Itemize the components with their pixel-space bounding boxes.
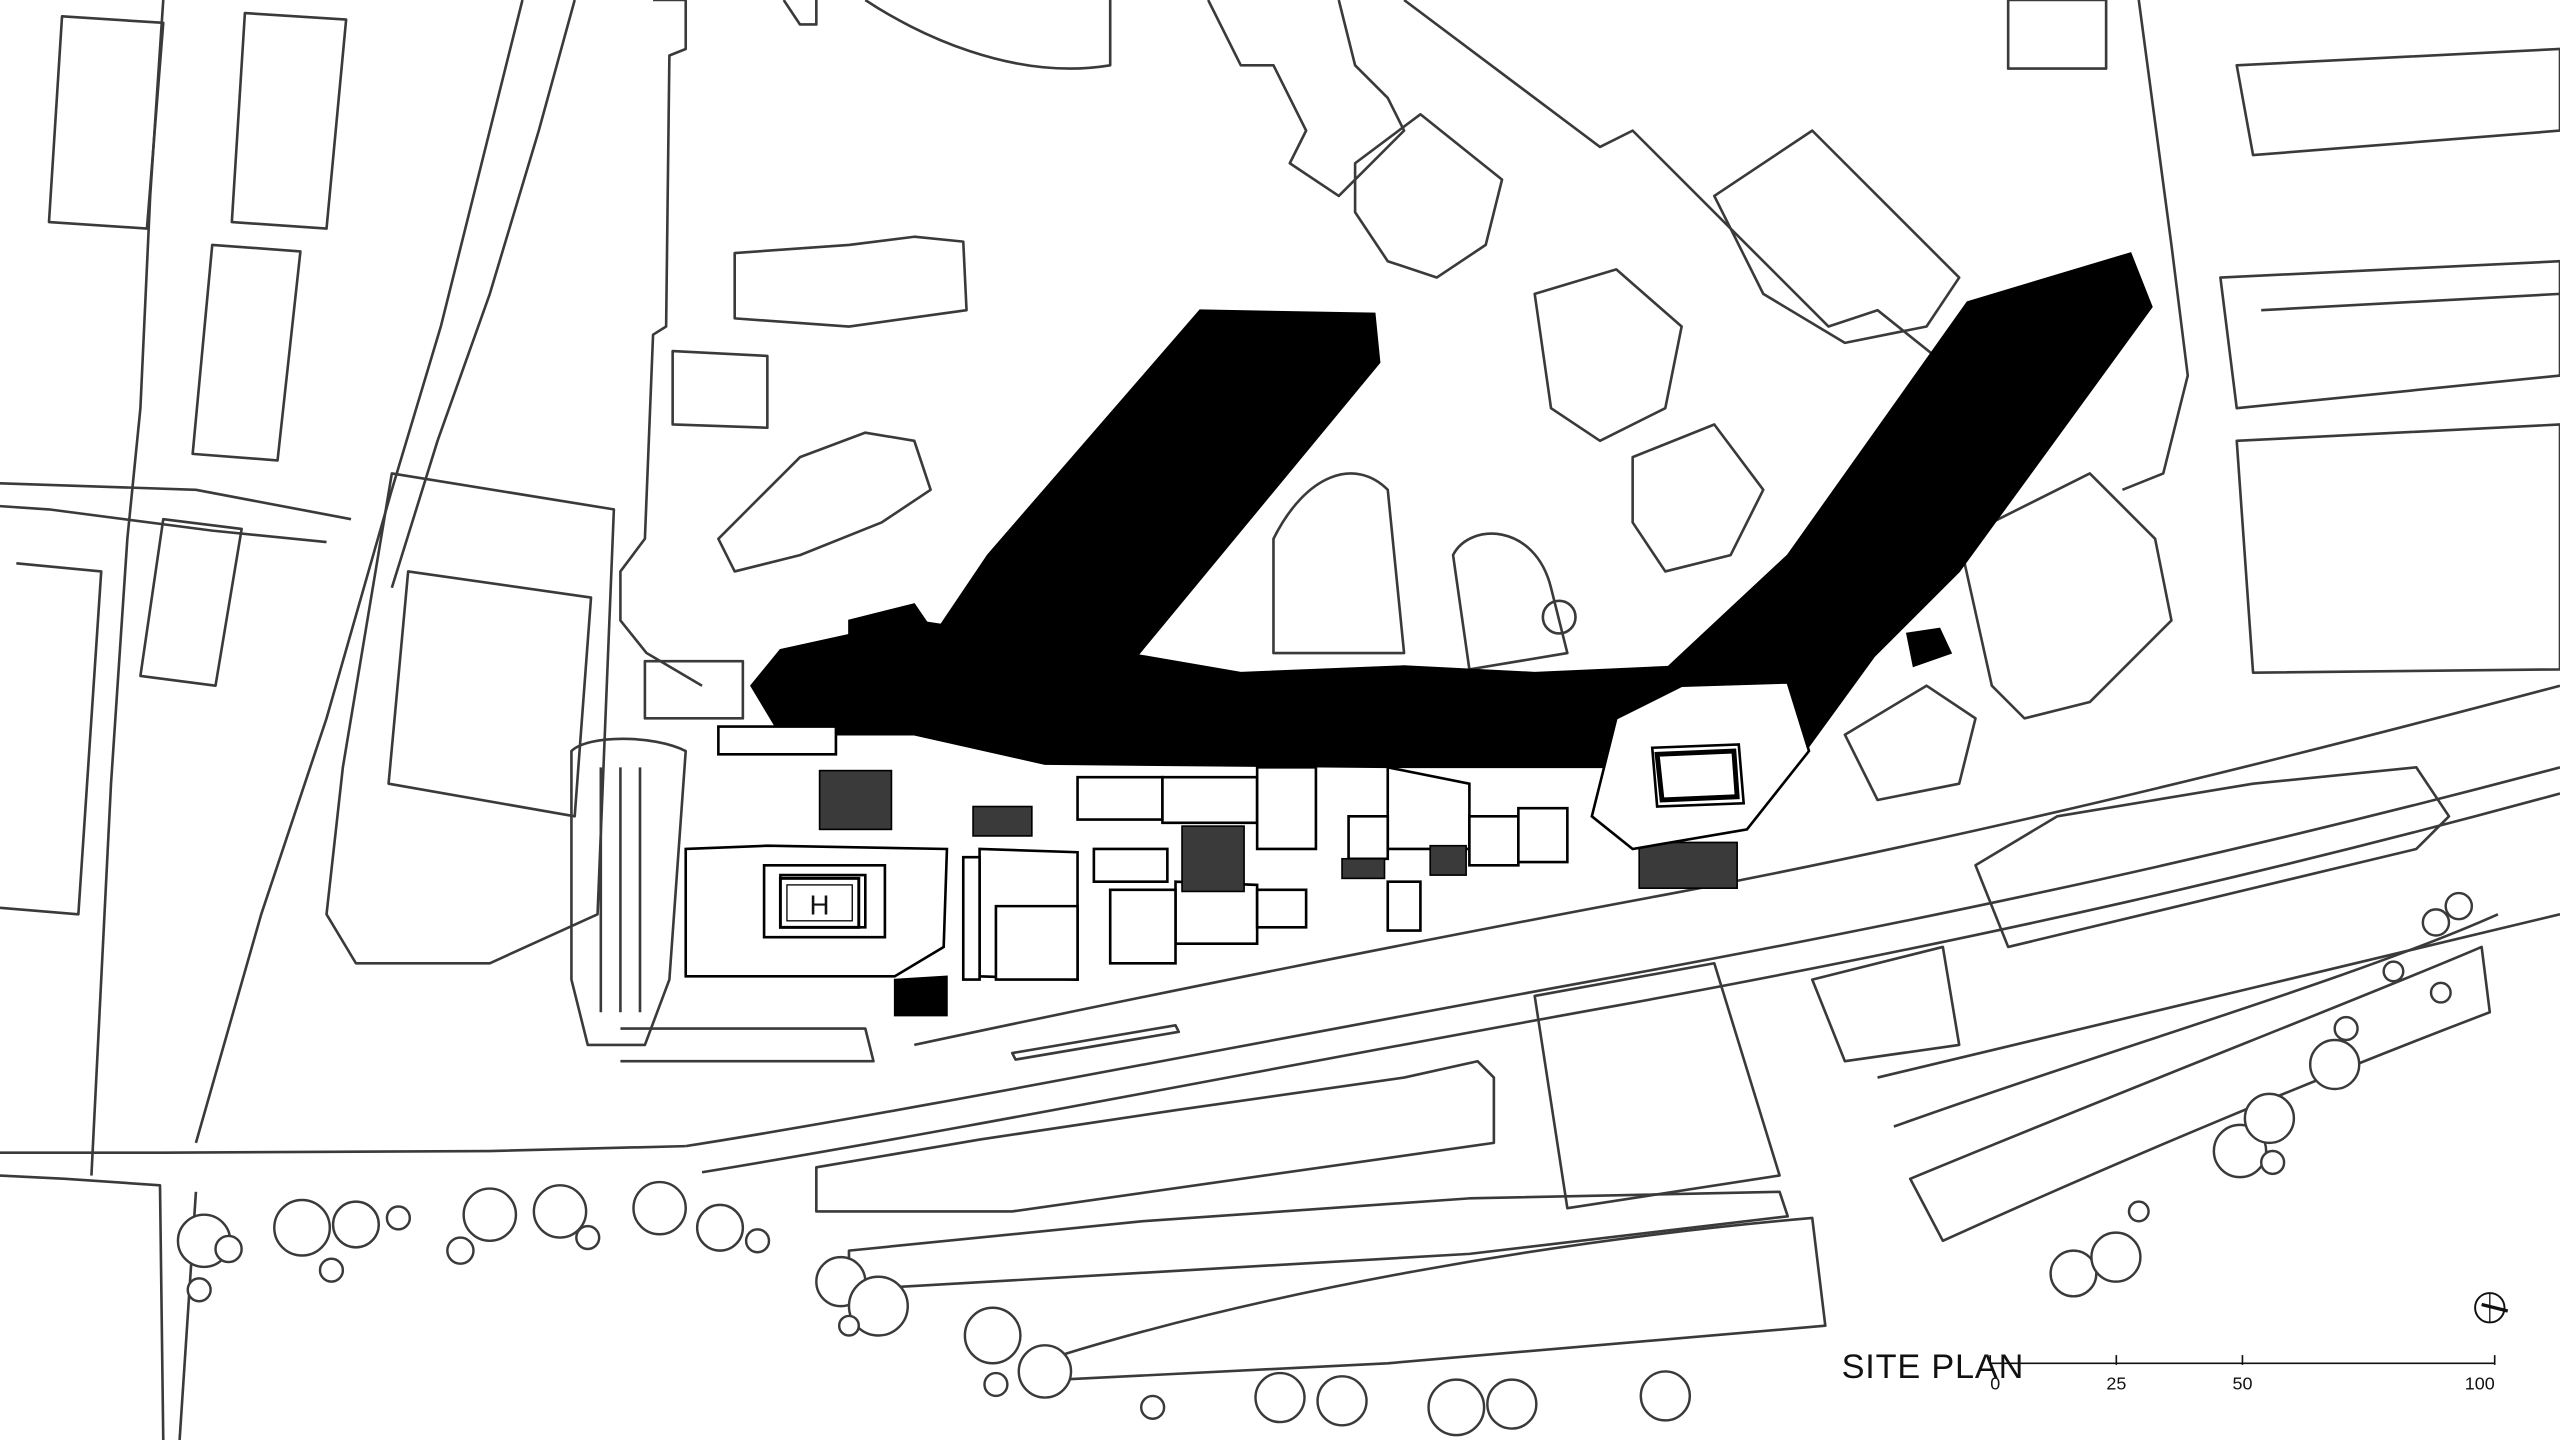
north-arrow-icon bbox=[2474, 1292, 2509, 1324]
grey-panels bbox=[818, 769, 1738, 893]
scale-bar: 0 25 50 100 bbox=[1989, 1355, 2496, 1393]
drawing-title: SITE PLAN bbox=[1842, 1348, 2025, 1386]
helipad-marker: H bbox=[810, 889, 830, 920]
scale-tick-label: 50 bbox=[2232, 1373, 2252, 1393]
scale-tick-label: 25 bbox=[2106, 1373, 2126, 1393]
trees bbox=[176, 891, 2474, 1437]
neighbouring-buildings bbox=[0, 0, 2560, 1210]
helipad: H bbox=[778, 876, 861, 929]
east-tower-roof bbox=[1590, 681, 1811, 851]
scale-tick-label: 0 bbox=[1990, 1373, 2000, 1393]
scale-tick-label: 100 bbox=[2465, 1373, 2495, 1393]
